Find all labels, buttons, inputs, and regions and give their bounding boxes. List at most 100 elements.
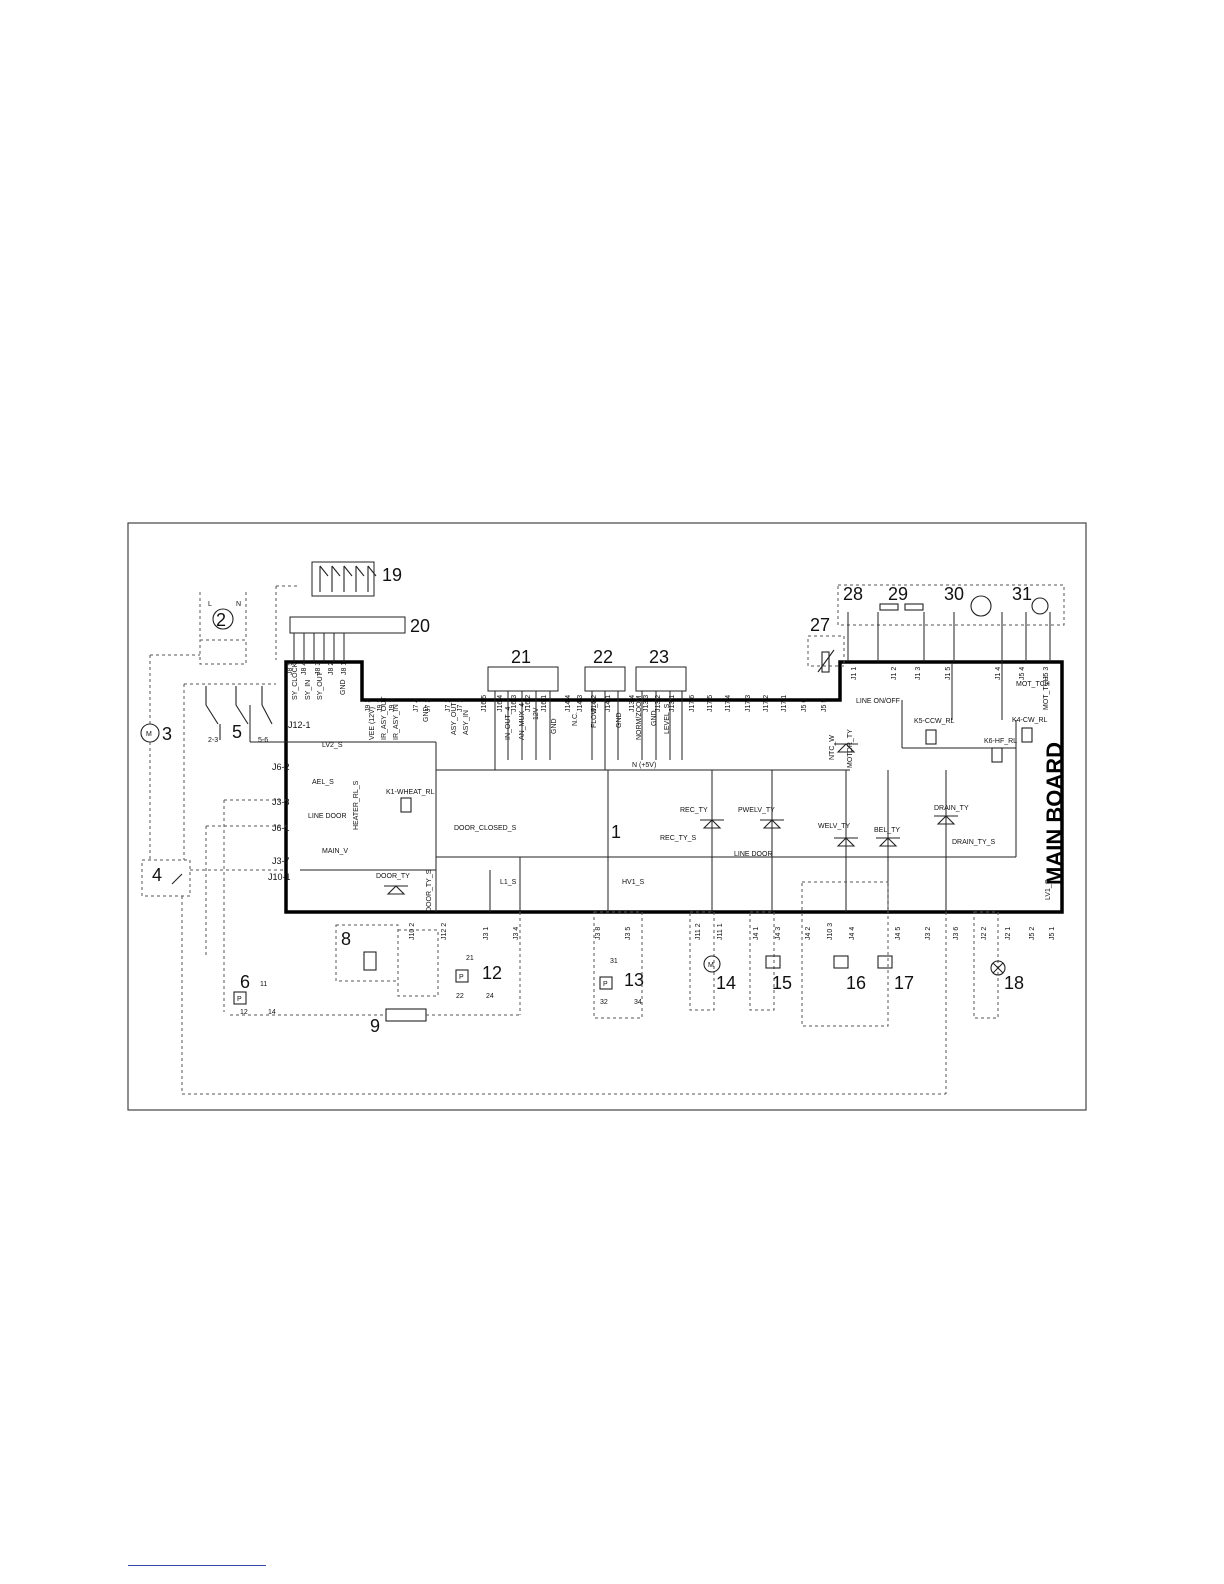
svg-text:J5 1: J5 1 bbox=[1049, 927, 1056, 940]
svg-text:J13 3: J13 3 bbox=[643, 695, 650, 712]
label-9: 9 bbox=[370, 1016, 380, 1036]
svg-text:J16 3: J16 3 bbox=[511, 695, 518, 712]
sig-mot-tch-2: MOT_TCH bbox=[1043, 676, 1050, 710]
svg-text:J17 1: J17 1 bbox=[781, 695, 788, 712]
svg-text:P: P bbox=[603, 981, 608, 988]
motor-30-icon bbox=[970, 595, 992, 617]
svg-text:J5 3: J5 3 bbox=[1043, 667, 1050, 680]
svg-text:J13 1: J13 1 bbox=[669, 695, 676, 712]
svg-text:31: 31 bbox=[610, 958, 618, 965]
label-21: 21 bbox=[511, 647, 531, 667]
label-19: 19 bbox=[382, 565, 402, 585]
svg-text:11: 11 bbox=[260, 981, 267, 988]
sig-rec-ty: REC_TY bbox=[680, 807, 708, 814]
svg-text:J7 3: J7 3 bbox=[425, 699, 432, 712]
label-17: 17 bbox=[894, 973, 914, 993]
svg-text:GND: GND bbox=[340, 679, 347, 695]
svg-text:M: M bbox=[146, 731, 152, 738]
label-8: 8 bbox=[341, 929, 351, 949]
left-j6-2: J6-2 bbox=[272, 762, 290, 772]
pump-14-icon bbox=[703, 955, 721, 973]
sig-lv2-s: LV2_S bbox=[322, 742, 343, 749]
svg-text:32: 32 bbox=[600, 999, 608, 1006]
connector-23 bbox=[635, 666, 687, 692]
svg-text:J7 1: J7 1 bbox=[457, 699, 464, 712]
svg-text:J16 4: J16 4 bbox=[497, 695, 504, 712]
connector-20 bbox=[289, 616, 406, 634]
svg-text:ASY_IN: ASY_IN bbox=[463, 710, 470, 735]
relay-k4 bbox=[1021, 727, 1033, 743]
sig-line-door-2: LINE DOOR bbox=[734, 851, 773, 858]
svg-text:J17 6: J17 6 bbox=[689, 695, 696, 712]
svg-text:J14 2: J14 2 bbox=[591, 695, 598, 712]
svg-text:J9 2: J9 2 bbox=[377, 699, 384, 712]
connector-21 bbox=[487, 666, 559, 692]
svg-text:J1 2: J1 2 bbox=[891, 667, 898, 680]
heater-9 bbox=[385, 1008, 427, 1022]
label-18: 18 bbox=[1004, 973, 1024, 993]
label-23: 23 bbox=[649, 647, 669, 667]
sig-pwelv-ty: PWELV_TY bbox=[738, 807, 775, 814]
svg-text:J8 4: J8 4 bbox=[301, 662, 308, 675]
svg-text:SY_OUT: SY_OUT bbox=[317, 671, 324, 700]
svg-text:IR_ASY_OUT: IR_ASY_OUT bbox=[381, 696, 388, 740]
relay-k6 bbox=[991, 747, 1003, 763]
svg-text:J9 1: J9 1 bbox=[389, 699, 396, 712]
svg-text:24: 24 bbox=[486, 993, 494, 1000]
left-j3-3: J3-3 bbox=[272, 797, 290, 807]
pressure-switch-6 bbox=[233, 991, 247, 1005]
svg-text:J5 6: J5 6 bbox=[801, 699, 808, 712]
sig-ntc-w: NTC_W bbox=[829, 735, 836, 760]
switch-5 bbox=[205, 686, 273, 740]
svg-text:J8 1: J8 1 bbox=[341, 662, 348, 675]
svg-text:J1 4: J1 4 bbox=[995, 667, 1002, 680]
svg-text:22: 22 bbox=[456, 993, 464, 1000]
svg-text:21: 21 bbox=[466, 955, 474, 962]
svg-text:5-6: 5-6 bbox=[258, 737, 268, 744]
svg-text:J16 1: J16 1 bbox=[541, 695, 548, 712]
label-31: 31 bbox=[1012, 584, 1032, 604]
svg-text:J7 4: J7 4 bbox=[413, 699, 420, 712]
valve-15 bbox=[765, 955, 781, 969]
svg-text:P: P bbox=[237, 996, 242, 1003]
valve-16 bbox=[833, 955, 849, 969]
svg-text:J8 5: J8 5 bbox=[287, 662, 294, 675]
label-30: 30 bbox=[944, 584, 964, 604]
svg-text:GND: GND bbox=[616, 712, 623, 728]
label-27: 27 bbox=[810, 615, 830, 635]
sig-lv1-s: LV1_S bbox=[1045, 879, 1052, 900]
svg-text:J5 5: J5 5 bbox=[821, 699, 828, 712]
label-2: 2 bbox=[216, 610, 226, 630]
mains-filter-2 bbox=[212, 608, 234, 630]
label-29: 29 bbox=[888, 584, 908, 604]
label-4: 4 bbox=[152, 865, 162, 885]
ntc-27 bbox=[821, 651, 830, 673]
svg-text:J3 5: J3 5 bbox=[625, 927, 632, 940]
svg-text:J5 4: J5 4 bbox=[1019, 667, 1026, 680]
svg-text:LEVEL_S: LEVEL_S bbox=[664, 703, 671, 734]
label-13: 13 bbox=[624, 970, 644, 990]
svg-text:J2 1: J2 1 bbox=[1005, 927, 1012, 940]
svg-text:SY_IN: SY_IN bbox=[305, 680, 312, 700]
svg-text:P: P bbox=[459, 974, 464, 981]
sig-l1-s: L1_S bbox=[500, 879, 517, 886]
left-j6-1: J6-1 bbox=[272, 823, 290, 833]
lamp-18-icon bbox=[990, 960, 1006, 976]
label-14: 14 bbox=[716, 973, 736, 993]
svg-text:J4 3: J4 3 bbox=[775, 927, 782, 940]
svg-text:GND: GND bbox=[651, 710, 658, 726]
sig-k4-cw-rl: K4-CW_RL bbox=[1012, 717, 1048, 724]
svg-text:J3 8: J3 8 bbox=[595, 927, 602, 940]
svg-text:J10 2: J10 2 bbox=[409, 923, 416, 940]
left-j12-1: J12-1 bbox=[288, 720, 311, 730]
sig-k1-wheat-rl: K1-WHEAT_RL bbox=[386, 789, 435, 796]
svg-text:J17 4: J17 4 bbox=[725, 695, 732, 712]
pressure-switch-13 bbox=[599, 976, 613, 990]
svg-text:J7 2: J7 2 bbox=[445, 699, 452, 712]
svg-text:J4 4: J4 4 bbox=[849, 927, 856, 940]
sig-drain-ty-s: DRAIN_TY_S bbox=[952, 839, 996, 846]
label-28: 28 bbox=[843, 584, 863, 604]
svg-text:34: 34 bbox=[634, 999, 642, 1006]
sig-door-closed-s: DOOR_CLOSED_S bbox=[454, 825, 517, 832]
svg-text:J12 2: J12 2 bbox=[441, 923, 448, 940]
